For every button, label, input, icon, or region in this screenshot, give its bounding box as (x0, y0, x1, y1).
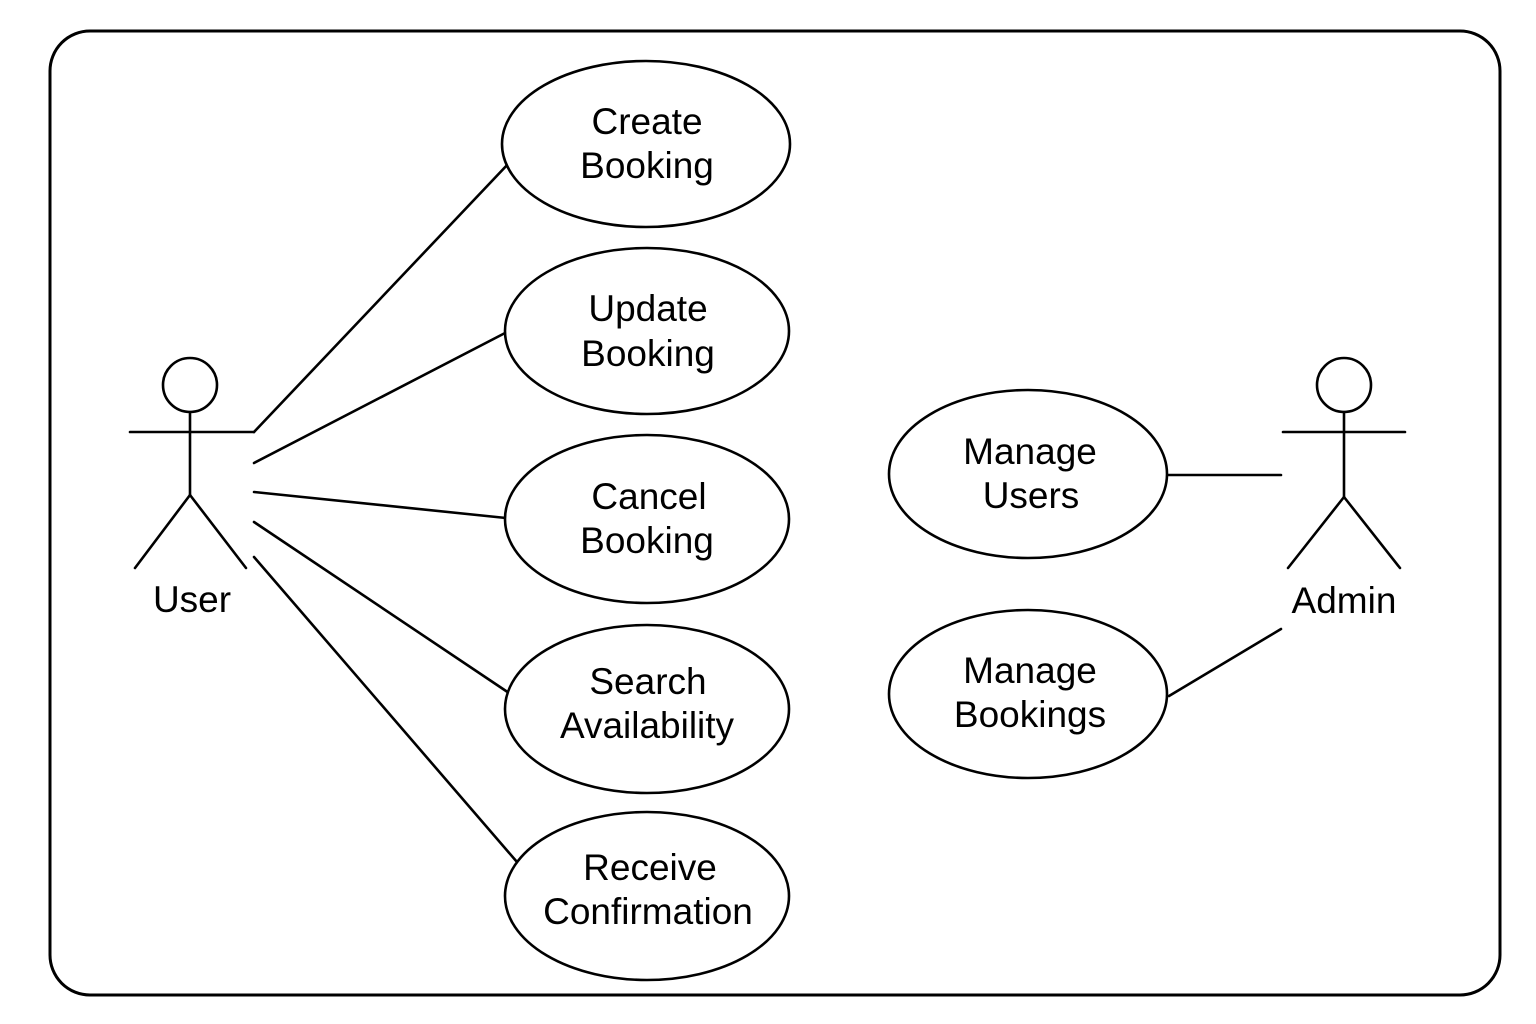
use-case-manage-users-line1: Manage (963, 431, 1097, 472)
use-case-manage-users-line2: Users (983, 475, 1080, 516)
association-user-cancel-booking (252, 490, 508, 520)
stick-figure-icon (1281, 356, 1407, 570)
use-case-cancel-booking-line1: Cancel (591, 476, 706, 517)
admin-associations (1166, 473, 1283, 698)
use-case-receive-confirmation-line2: Confirmation (543, 891, 753, 932)
use-case-search-availability[interactable]: Search Availability (503, 623, 791, 795)
association-admin-manage-bookings (1167, 627, 1283, 698)
association-user-receive-confirmation (252, 555, 519, 864)
user-associations (252, 161, 519, 864)
use-case-update-booking[interactable]: Update Booking (503, 246, 791, 416)
use-case-manage-bookings-line1: Manage (963, 650, 1097, 691)
use-case-create-booking-line1: Create (591, 101, 702, 142)
use-case-create-booking[interactable]: Create Booking (500, 59, 792, 229)
use-case-search-availability-line1: Search (589, 661, 706, 702)
use-case-search-availability-line2: Availability (560, 705, 735, 746)
actor-user-label: User (153, 579, 231, 620)
use-case-create-booking-line2: Booking (580, 145, 714, 186)
system-boundary (48, 29, 1502, 997)
association-user-search-availability (252, 520, 511, 695)
association-user-create-booking (252, 161, 511, 434)
use-case-manage-bookings-line2: Bookings (954, 694, 1106, 735)
actor-admin[interactable]: Admin (1281, 356, 1407, 621)
use-case-receive-confirmation[interactable]: Receive Confirmation (503, 810, 791, 982)
use-case-update-booking-line2: Booking (581, 333, 715, 374)
use-case-cancel-booking-line2: Booking (580, 520, 714, 561)
use-case-manage-bookings[interactable]: Manage Bookings (887, 608, 1169, 780)
actor-user[interactable]: User (128, 356, 256, 620)
stick-figure-icon (128, 356, 256, 570)
use-case-update-booking-line1: Update (588, 288, 707, 329)
use-case-cancel-booking[interactable]: Cancel Booking (503, 433, 791, 605)
use-case-receive-confirmation-line1: Receive (583, 847, 717, 888)
use-case-manage-users[interactable]: Manage Users (887, 388, 1169, 560)
association-user-update-booking (252, 330, 509, 465)
actor-admin-label: Admin (1292, 580, 1397, 621)
